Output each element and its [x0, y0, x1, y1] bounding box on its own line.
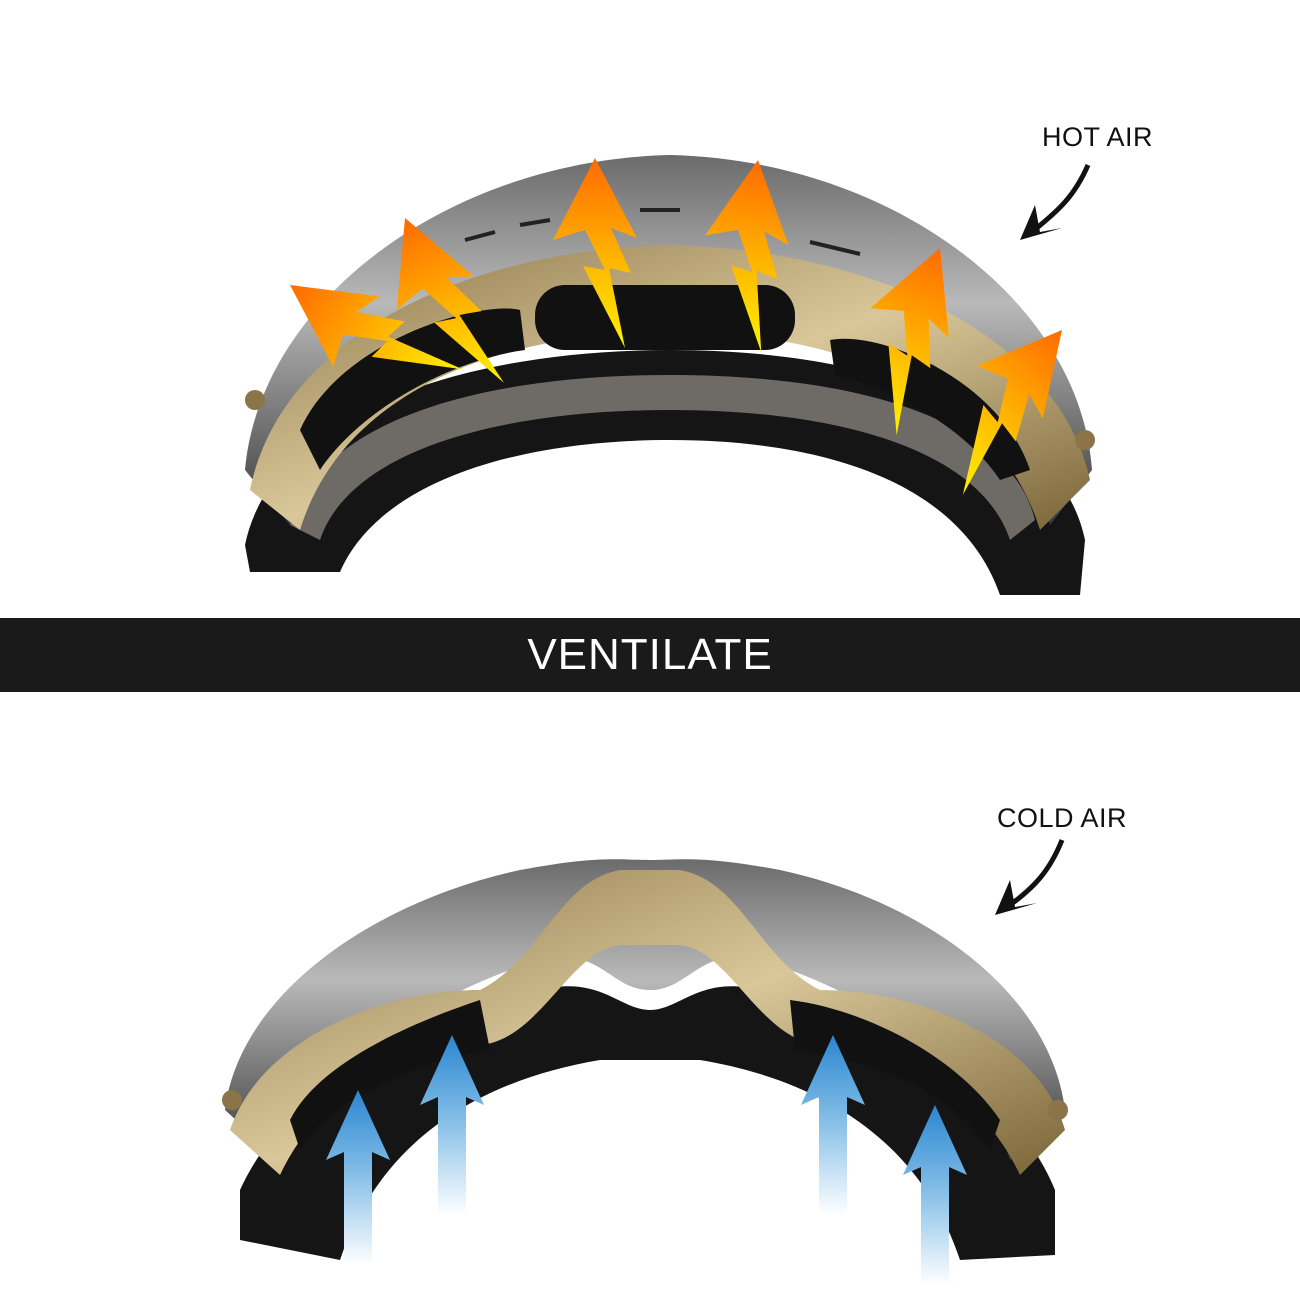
cold-air-label: COLD AIR	[997, 803, 1128, 833]
hot-air-label: HOT AIR	[1042, 122, 1154, 152]
ventilate-banner: VENTILATE	[0, 618, 1300, 692]
cold-air-arrow-icon	[420, 1035, 484, 1215]
hot-air-arrow-icon	[870, 248, 949, 436]
cold-air-arrow-icon	[801, 1035, 865, 1215]
hot-air-arrow-icon	[704, 160, 789, 353]
hot-air-arrow-icon	[290, 285, 463, 370]
hot-air-arrows	[290, 158, 1062, 495]
hot-air-arrow-icon	[962, 330, 1062, 495]
cold-air-pointer-arrow	[995, 839, 1065, 915]
hot-air-arrow-icon	[396, 218, 504, 383]
banner-title: VENTILATE	[527, 630, 773, 679]
cold-air-arrow-icon	[903, 1105, 967, 1285]
hot-air-pointer-arrow	[1020, 164, 1091, 240]
top-goggle	[245, 155, 1095, 595]
cold-air-arrow-icon	[326, 1090, 390, 1265]
hot-air-arrow-icon	[553, 158, 637, 348]
cold-air-arrows	[326, 1035, 967, 1285]
